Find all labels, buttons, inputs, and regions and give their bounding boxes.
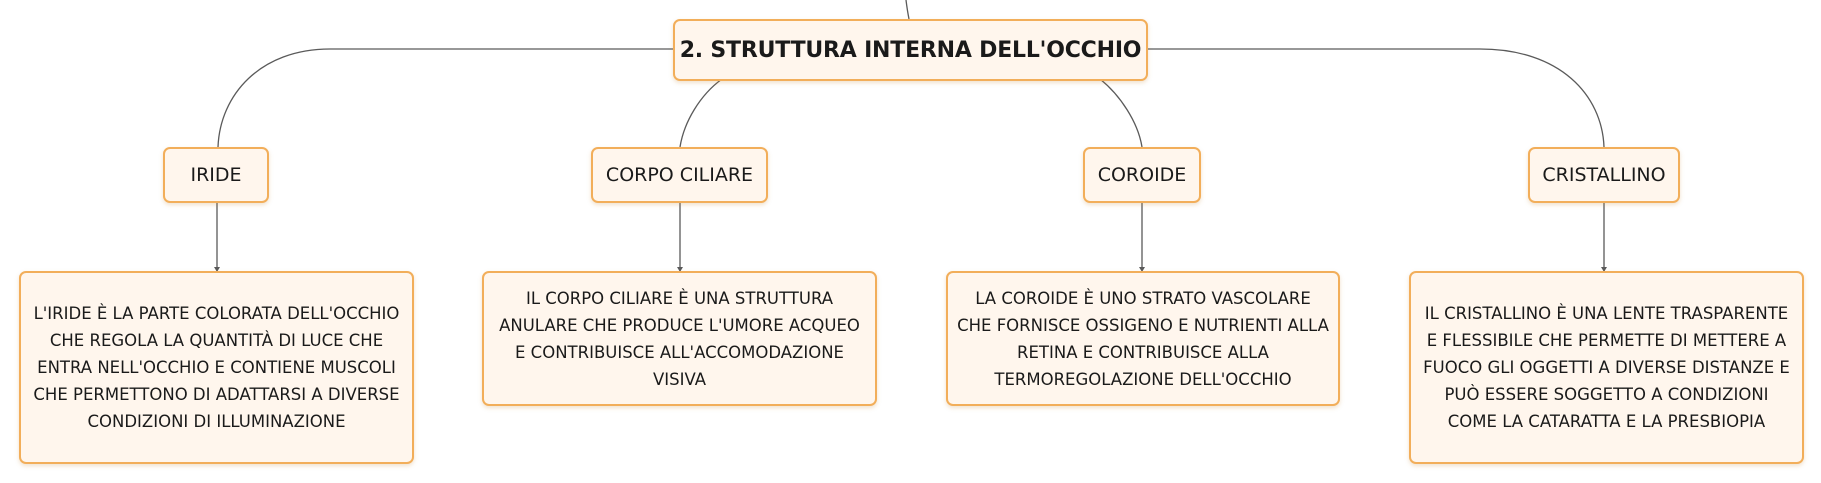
root-node[interactable]: 2. STRUTTURA INTERNA DELL'OCCHIO	[673, 19, 1148, 81]
topic-node-label: CRISTALLINO	[1542, 164, 1666, 186]
description-node-corpo-ciliare[interactable]: IL CORPO CILIARE È UNA STRUTTURA ANULARE…	[482, 271, 877, 406]
connector-root-to-cristallino	[1148, 48, 1605, 148]
description-node-iride[interactable]: L'IRIDE È LA PARTE COLORATA DELL'OCCHIO …	[19, 271, 414, 464]
connector-root-to-iride	[217, 48, 673, 148]
topic-node-iride[interactable]: IRIDE	[163, 147, 269, 203]
description-text: IL CRISTALLINO È UNA LENTE TRASPARENTE E…	[1423, 304, 1790, 431]
description-text: L'IRIDE È LA PARTE COLORATA DELL'OCCHIO …	[33, 304, 400, 431]
topic-node-cristallino[interactable]: CRISTALLINO	[1528, 147, 1680, 203]
topic-node-label: CORPO CILIARE	[605, 164, 754, 186]
description-node-coroide[interactable]: LA COROIDE È UNO STRATO VASCOLARE CHE FO…	[946, 271, 1340, 406]
arrowhead-iride	[214, 267, 220, 272]
arrowhead-cristallino	[1601, 267, 1607, 272]
topic-node-label: IRIDE	[190, 164, 242, 186]
root-node-label: 2. STRUTTURA INTERNA DELL'OCCHIO	[679, 37, 1142, 63]
arrowhead-coroide	[1139, 267, 1145, 272]
description-text: LA COROIDE È UNO STRATO VASCOLARE CHE FO…	[957, 288, 1329, 389]
description-node-cristallino[interactable]: IL CRISTALLINO È UNA LENTE TRASPARENTE E…	[1409, 271, 1804, 464]
connector-parent-to-root	[905, 0, 910, 20]
arrowhead-corpo-ciliare	[677, 267, 683, 272]
connector-root-to-corpo-ciliare	[679, 78, 723, 148]
topic-node-coroide[interactable]: COROIDE	[1083, 147, 1201, 203]
description-text: IL CORPO CILIARE È UNA STRUTTURA ANULARE…	[499, 288, 860, 389]
topic-node-label: COROIDE	[1097, 164, 1187, 186]
topic-node-corpo-ciliare[interactable]: CORPO CILIARE	[591, 147, 768, 203]
connector-root-to-coroide	[1099, 78, 1143, 148]
